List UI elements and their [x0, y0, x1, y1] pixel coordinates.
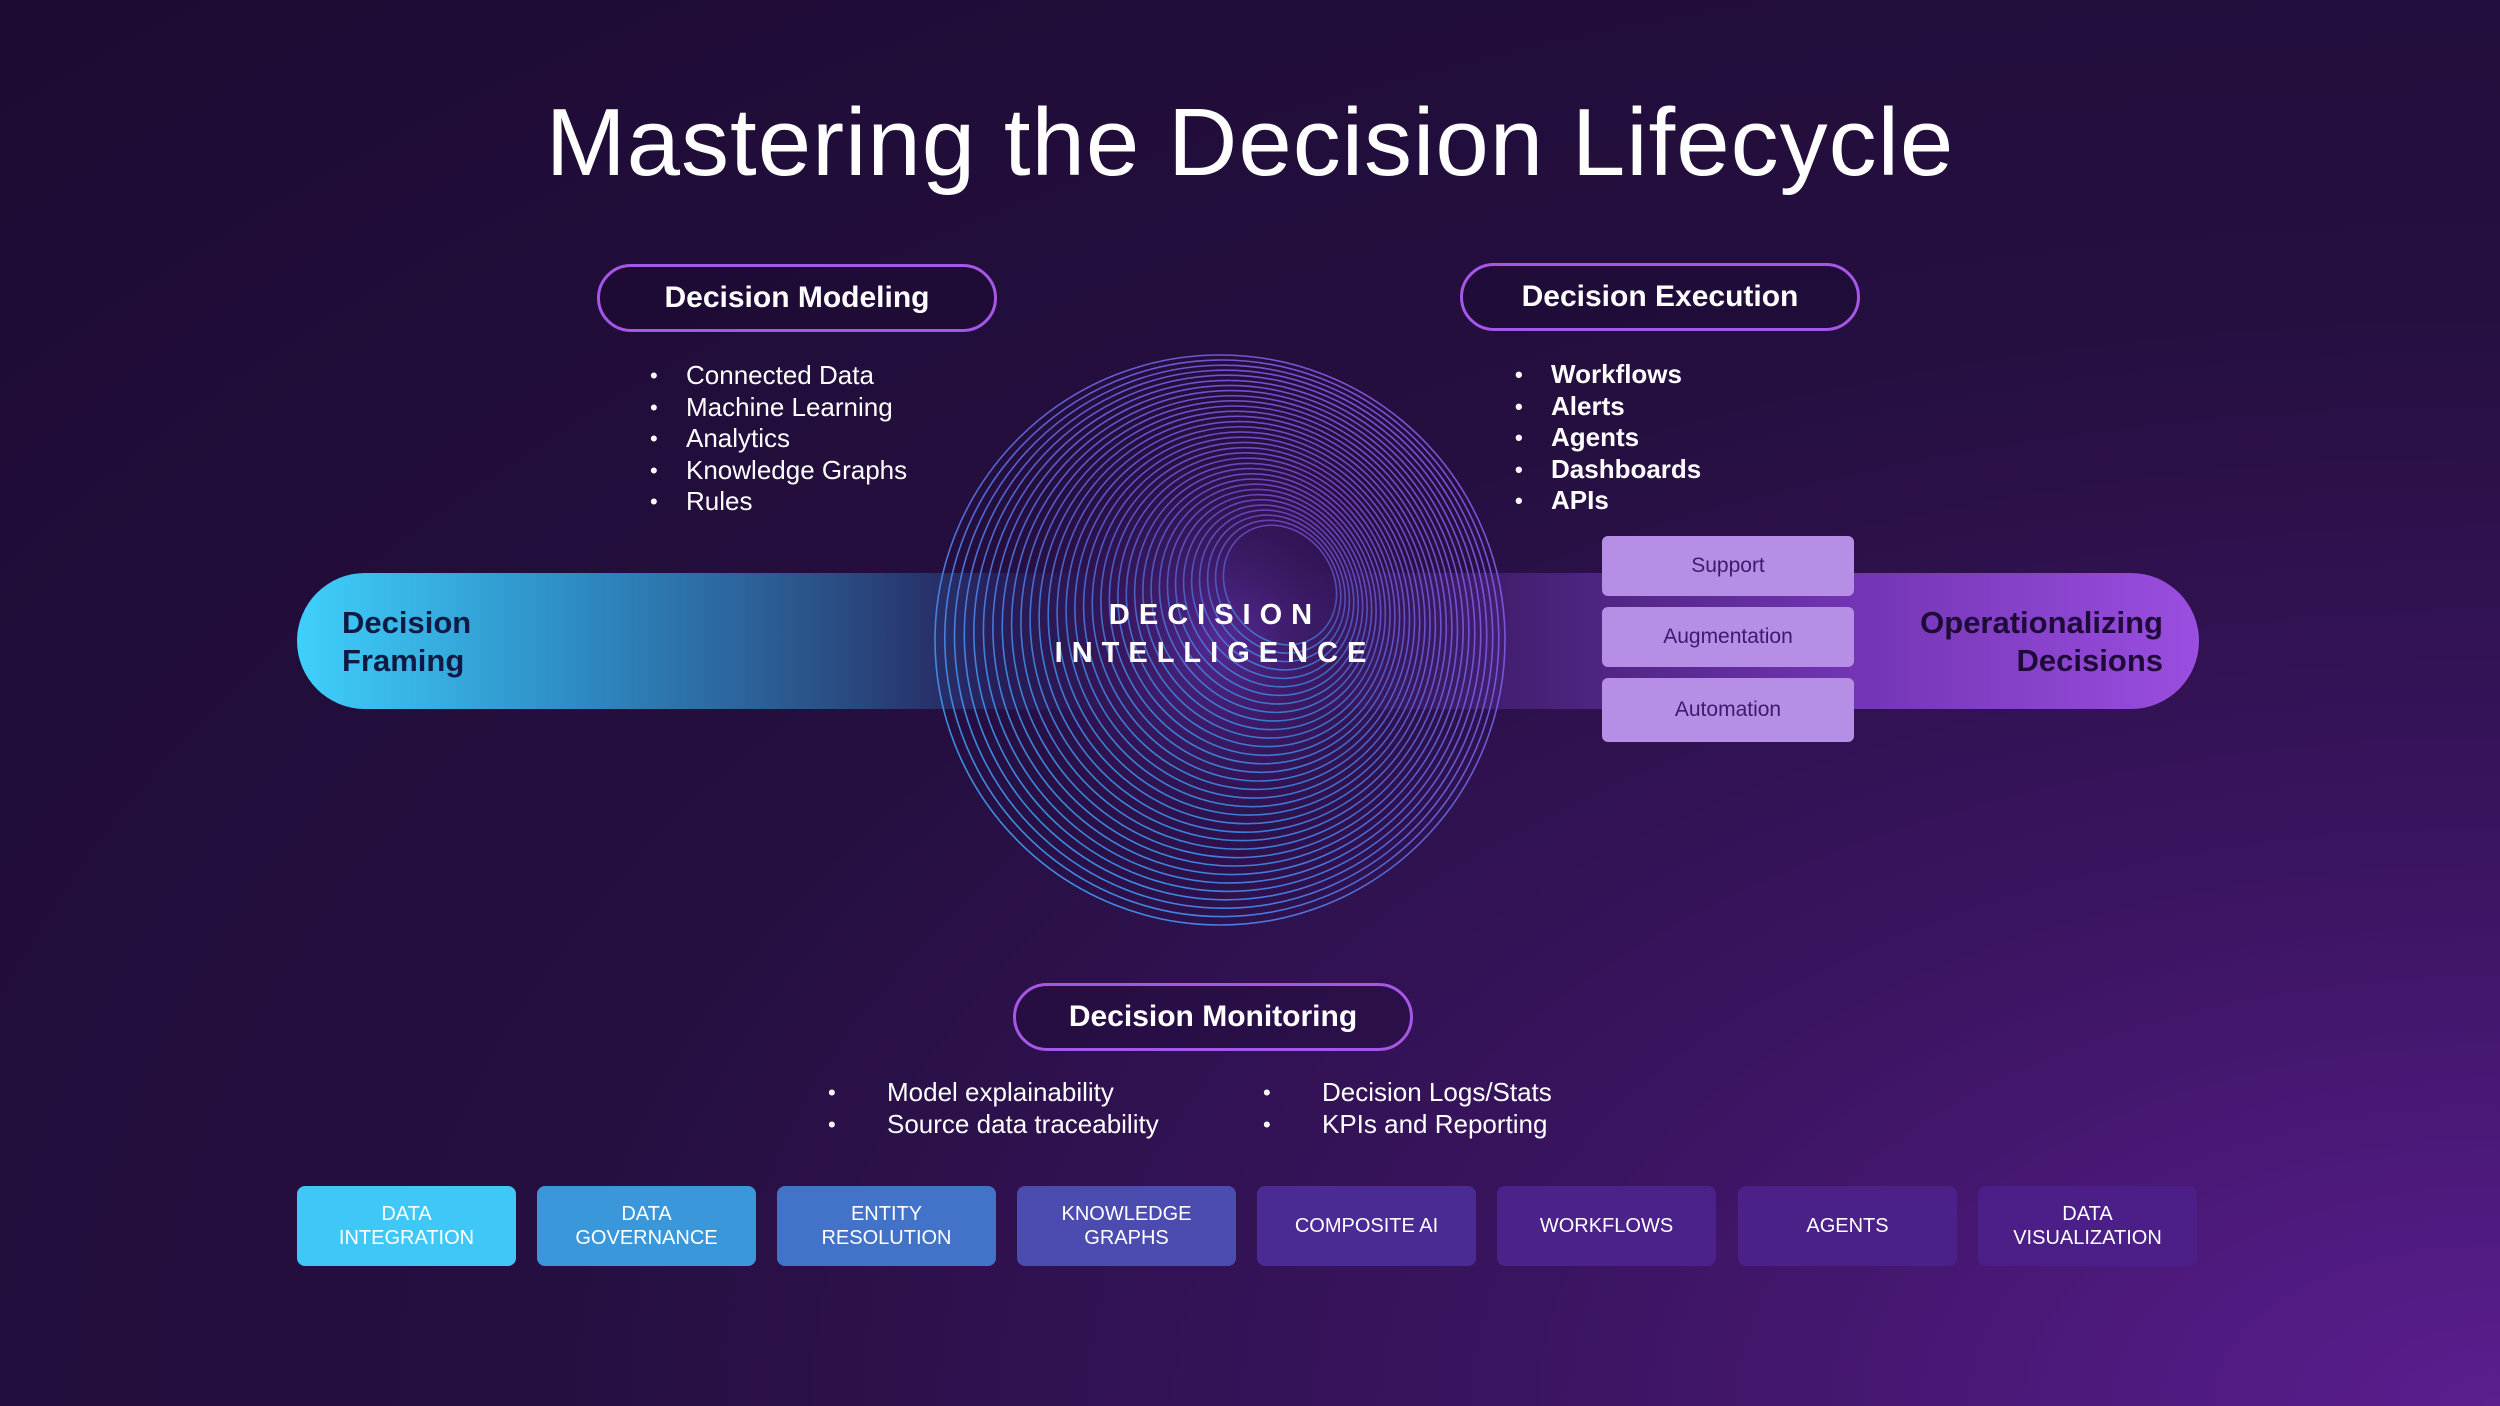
sphere-ring	[1206, 514, 1346, 663]
list-item: Alerts	[1515, 391, 1701, 423]
sphere-ring	[1182, 498, 1359, 688]
decision-monitoring-right-list: Decision Logs/Stats KPIs and Reporting	[1263, 1077, 1552, 1140]
list-item: Knowledge Graphs	[650, 455, 907, 487]
chip-line2: GRAPHS	[1084, 1227, 1169, 1249]
chip-line2: INTEGRATION	[338, 1227, 475, 1249]
list-item: Agents	[1515, 422, 1701, 454]
decision-intelligence-line1: DECISION	[1108, 599, 1322, 631]
sphere-ring	[1029, 405, 1448, 842]
sphere-rings	[934, 354, 1506, 926]
sphere-ring	[1214, 519, 1342, 654]
sphere-ring	[963, 369, 1488, 901]
sphere-ring	[943, 359, 1500, 918]
sphere-ring	[953, 364, 1494, 909]
list-item: Analytics	[650, 423, 907, 455]
decision-framing-line1: Decision	[342, 605, 472, 640]
decision-modeling-list: Connected Data Machine Learning Analytic…	[650, 360, 907, 518]
sphere-ring	[992, 384, 1470, 876]
sphere-ring	[1108, 452, 1401, 765]
decision-modeling-heading: Decision Modeling	[597, 264, 997, 332]
operationalizing-label: Operationalizing Decisions	[1920, 604, 2163, 680]
sphere-ring	[1001, 389, 1464, 867]
capability-workflows[interactable]: WORKFLOWS	[1497, 1186, 1716, 1266]
chip-line1: AGENTS	[1806, 1215, 1889, 1237]
capability-composite-ai[interactable]: COMPOSITE AI	[1257, 1186, 1476, 1266]
chip-line1: ENTITY	[850, 1203, 923, 1225]
chip-line2: RESOLUTION	[821, 1227, 952, 1249]
decision-monitoring-heading-label: Decision Monitoring	[1068, 1000, 1358, 1033]
list-item: APIs	[1515, 485, 1701, 517]
list-item: KPIs and Reporting	[1263, 1109, 1552, 1141]
page-title: Mastering the Decision Lifecycle	[545, 89, 1955, 196]
list-item: Rules	[650, 486, 907, 518]
sphere-ring	[1190, 504, 1355, 680]
chip-line2: GOVERNANCE	[575, 1227, 718, 1249]
decision-execution-heading: Decision Execution	[1460, 263, 1860, 331]
mode-box-label: Augmentation	[1663, 625, 1793, 648]
chip-line1: COMPOSITE AI	[1294, 1215, 1439, 1237]
sphere-ring	[1065, 425, 1426, 808]
capability-agents[interactable]: AGENTS	[1738, 1186, 1957, 1266]
list-item: Machine Learning	[650, 392, 907, 424]
decision-execution-list: Workflows Alerts Agents Dashboards APIs	[1515, 359, 1701, 517]
decision-intelligence-sphere-graphic	[934, 354, 1506, 926]
list-item: Workflows	[1515, 359, 1701, 391]
decision-framing-label: Decision Framing	[342, 604, 471, 680]
mode-box-augmentation: Augmentation	[1602, 607, 1854, 667]
decision-modeling-heading-label: Decision Modeling	[664, 281, 930, 314]
mode-box-automation: Automation	[1602, 678, 1854, 742]
sphere-ring	[1020, 400, 1453, 850]
sphere-ring	[973, 374, 1482, 893]
sphere-ring	[1091, 441, 1411, 782]
sphere-ring	[934, 354, 1506, 926]
sphere-ring	[1056, 420, 1431, 816]
sphere-ring	[1158, 483, 1373, 714]
sphere-ring	[1174, 493, 1364, 697]
list-item: Dashboards	[1515, 454, 1701, 486]
sphere-ring	[1082, 436, 1416, 791]
decision-intelligence-label: DECISION INTELLIGENCE	[1000, 596, 1430, 672]
sphere-ring	[1166, 488, 1368, 705]
sphere-ring	[1125, 462, 1391, 748]
sphere-ring	[1142, 473, 1382, 731]
mode-box-support: Support	[1602, 536, 1854, 596]
decision-intelligence-line2: INTELLIGENCE	[1054, 637, 1376, 669]
sphere-ring	[1150, 478, 1377, 722]
sphere-ring	[1222, 524, 1338, 646]
chip-line1: KNOWLEDGE	[1061, 1203, 1192, 1225]
sphere-ring	[1038, 410, 1442, 833]
sphere-ring	[1047, 415, 1437, 825]
chip-line1: DATA	[381, 1203, 432, 1225]
decision-monitoring-heading: Decision Monitoring	[1013, 983, 1413, 1051]
operationalizing-line1: Operationalizing	[1920, 605, 2163, 640]
chip-line1: DATA	[621, 1203, 672, 1225]
sphere-ring	[982, 379, 1476, 884]
chip-line1: DATA	[2062, 1203, 2113, 1225]
list-item: Connected Data	[650, 360, 907, 392]
decision-execution-heading-label: Decision Execution	[1521, 280, 1799, 313]
mode-box-label: Automation	[1674, 698, 1782, 721]
mode-box-label: Support	[1691, 554, 1765, 577]
sphere-ring	[1198, 509, 1351, 671]
list-item: Decision Logs/Stats	[1263, 1077, 1552, 1109]
decision-framing-line2: Framing	[342, 643, 465, 678]
chip-line1: WORKFLOWS	[1539, 1215, 1674, 1237]
sphere-ring	[1074, 431, 1421, 799]
list-item: Source data traceability	[828, 1109, 1159, 1141]
operationalizing-line2: Decisions	[2016, 643, 2163, 678]
chip-line2: VISUALIZATION	[2013, 1227, 2162, 1249]
decision-monitoring-left-list: Model explainability Source data traceab…	[828, 1077, 1159, 1140]
sphere-ring	[1117, 457, 1396, 757]
sphere-ring	[1010, 394, 1459, 859]
list-item: Model explainability	[828, 1077, 1159, 1109]
sphere-ring	[1100, 446, 1406, 774]
sphere-ring	[1133, 467, 1387, 739]
